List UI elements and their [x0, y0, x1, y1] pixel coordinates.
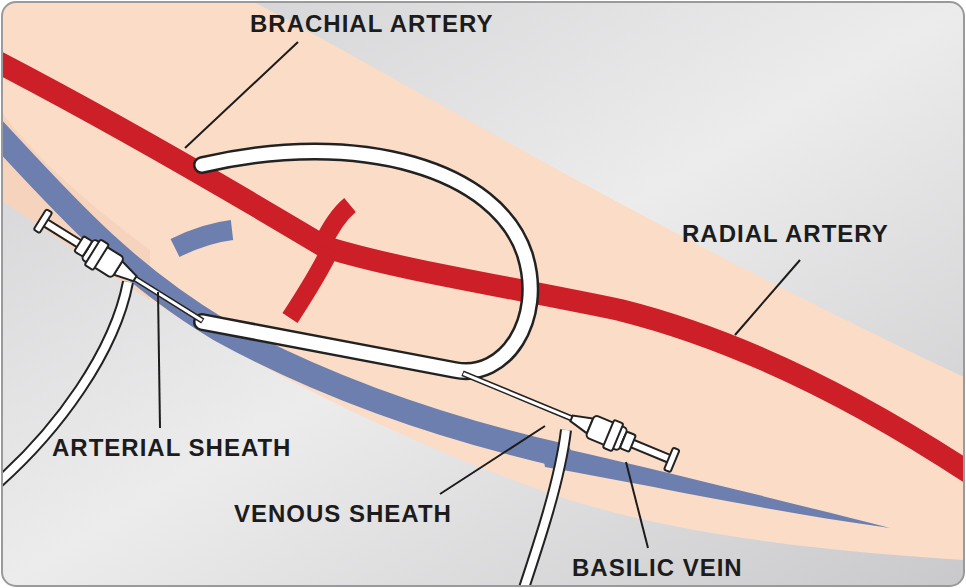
leader-line: [440, 426, 545, 494]
arterial-sheath-hub-part: [74, 236, 92, 257]
part-label: VENOUS SHEATH: [234, 502, 452, 526]
leader-line: [185, 42, 298, 148]
sheaths: [32, 207, 681, 476]
arterial-sheath-hub-part: [133, 278, 203, 321]
basilic-vein-taper: [540, 443, 890, 528]
catheter-loop: [202, 151, 530, 371]
part-label: RADIAL ARTERY: [682, 222, 889, 246]
arterial-sheath-hub-part: [133, 278, 202, 321]
part-label: ARTERIAL SHEATH: [52, 436, 291, 460]
leader-line: [158, 292, 160, 428]
venous-sheath-hub-part: [664, 447, 680, 472]
venous-sheath-hub-part: [620, 431, 636, 451]
vein-branch: [175, 230, 232, 248]
part-label: BRACHIAL ARTERY: [250, 12, 493, 36]
artery-branch-down: [290, 250, 330, 318]
artery-branch-up: [322, 205, 350, 245]
venous-sheath-hub-part: [463, 373, 574, 419]
arterial-sheath-hub: [32, 207, 211, 334]
leader-line: [626, 462, 648, 548]
leader-lines: [158, 42, 800, 548]
arterial-sheath-hub-part: [34, 209, 53, 233]
leader-line: [735, 260, 800, 335]
venous-sheath-hub-part: [463, 374, 573, 420]
part-label: BASILIC VEIN: [572, 556, 743, 580]
venous-side-tube: [520, 430, 566, 586]
venous-sheath-hub: [457, 359, 681, 475]
